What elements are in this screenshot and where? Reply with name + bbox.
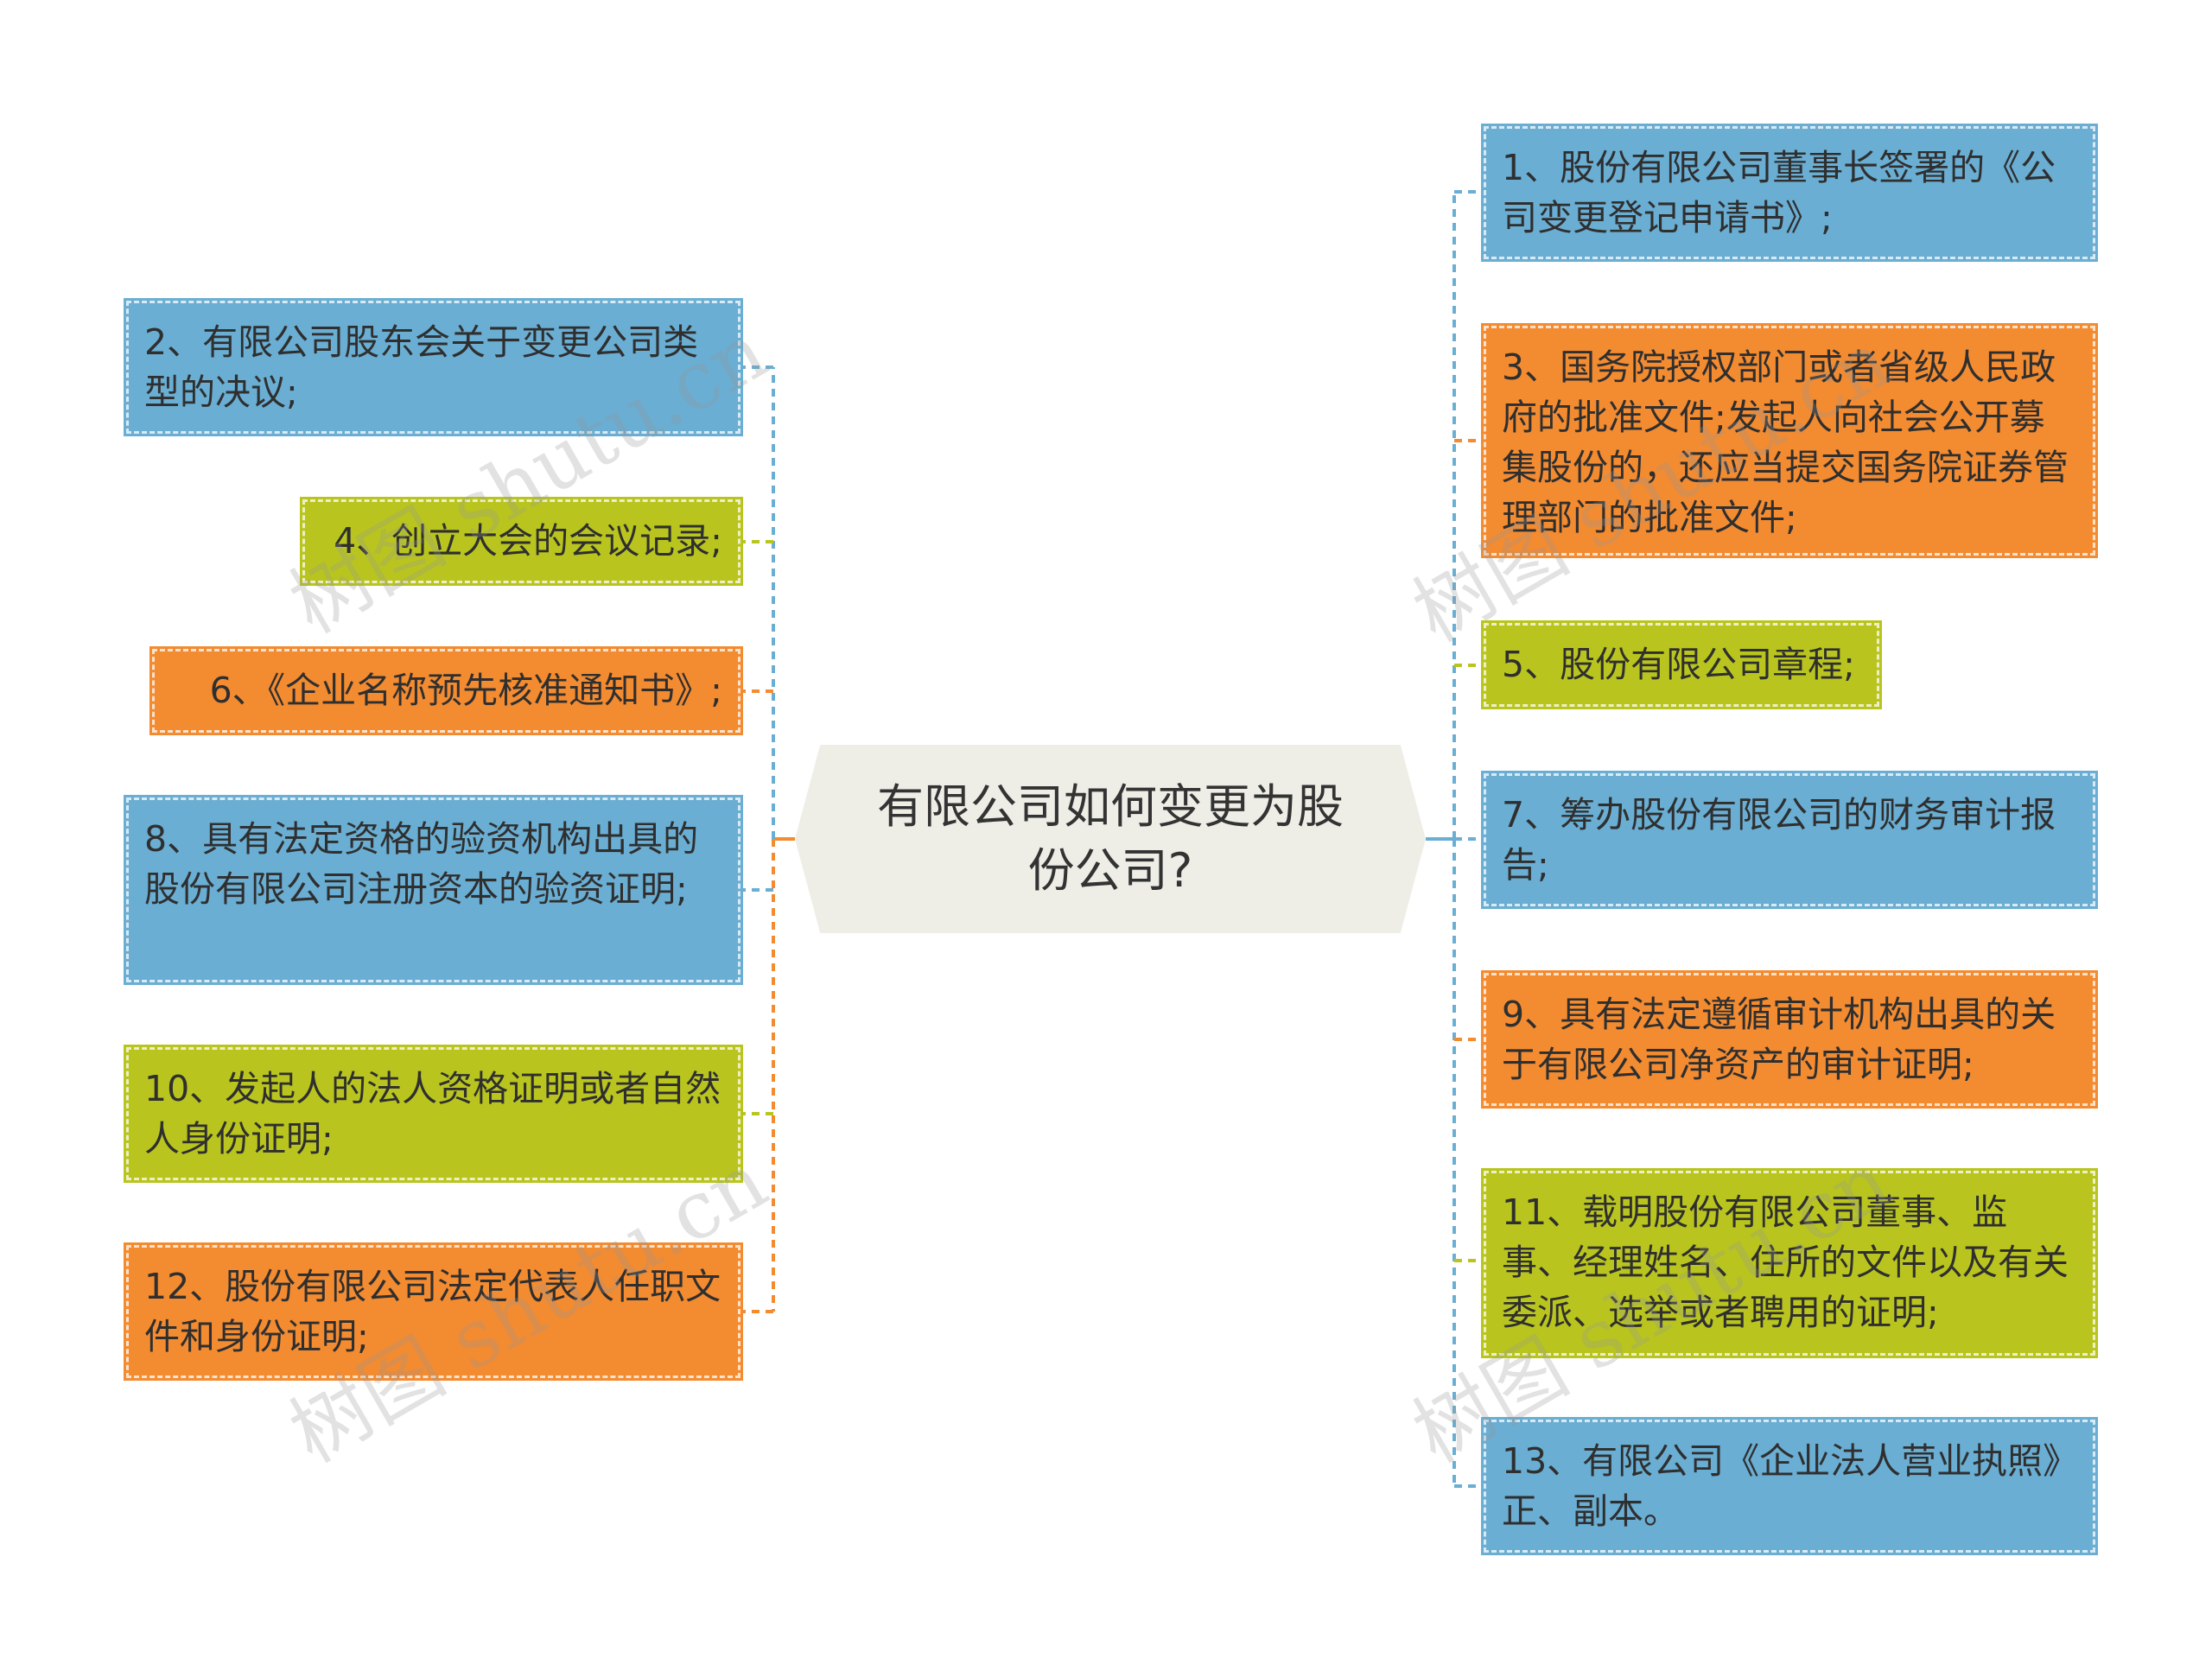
left-node-8-label: 8、具有法定资格的验资机构出具的股份有限公司注册资本的验资证明; [144, 818, 699, 910]
right-node-5-label: 5、股份有限公司章程; [1502, 644, 1855, 685]
right-node-9-label: 9、具有法定遵循审计机构出具的关于有限公司净资产的审计证明; [1502, 994, 2056, 1085]
right-node-7-label: 7、筹办股份有限公司的财务审计报告; [1502, 794, 2056, 886]
right-node-1[interactable]: 1、股份有限公司董事长签署的《公司变更登记申请书》; [1481, 124, 2098, 262]
right-node-11-label: 11、载明股份有限公司董事、监事、经理姓名、住所的文件以及有关委派、选举或者聘用… [1502, 1191, 2069, 1333]
right-node-7[interactable]: 7、筹办股份有限公司的财务审计报告; [1481, 771, 2098, 909]
central-topic-label: 有限公司如何变更为股份公司? [877, 779, 1344, 898]
left-node-4-label: 4、创立大会的会议记录; [334, 520, 722, 562]
left-node-6-label: 6、《企业名称预先核准通知书》; [209, 670, 722, 711]
left-node-2[interactable]: 2、有限公司股东会关于变更公司类型的决议; [124, 298, 743, 436]
left-node-4[interactable]: 4、创立大会的会议记录; [300, 497, 743, 586]
left-node-8[interactable]: 8、具有法定资格的验资机构出具的股份有限公司注册资本的验资证明; [124, 795, 743, 985]
right-node-3[interactable]: 3、国务院授权部门或者省级人民政府的批准文件;发起人向社会公开募集股份的，还应当… [1481, 323, 2098, 558]
right-node-13[interactable]: 13、有限公司《企业法人营业执照》正、副本。 [1481, 1417, 2098, 1555]
right-node-11[interactable]: 11、载明股份有限公司董事、监事、经理姓名、住所的文件以及有关委派、选举或者聘用… [1481, 1168, 2098, 1358]
left-node-12[interactable]: 12、股份有限公司法定代表人任职文件和身份证明; [124, 1242, 743, 1381]
right-node-3-label: 3、国务院授权部门或者省级人民政府的批准文件;发起人向社会公开募集股份的，还应当… [1502, 346, 2069, 538]
left-node-10[interactable]: 10、发起人的法人资格证明或者自然人身份证明; [124, 1045, 743, 1183]
right-node-1-label: 1、股份有限公司董事长签署的《公司变更登记申请书》; [1502, 147, 2056, 238]
central-topic[interactable]: 有限公司如何变更为股份公司? [795, 745, 1426, 933]
left-node-12-label: 12、股份有限公司法定代表人任职文件和身份证明; [144, 1266, 721, 1357]
right-node-13-label: 13、有限公司《企业法人营业执照》正、副本。 [1502, 1440, 2061, 1532]
right-node-5[interactable]: 5、股份有限公司章程; [1481, 620, 1882, 709]
left-node-10-label: 10、发起人的法人资格证明或者自然人身份证明; [144, 1068, 721, 1160]
left-node-6[interactable]: 6、《企业名称预先核准通知书》; [149, 646, 743, 735]
right-node-9[interactable]: 9、具有法定遵循审计机构出具的关于有限公司净资产的审计证明; [1481, 970, 2098, 1109]
left-node-2-label: 2、有限公司股东会关于变更公司类型的决议; [144, 321, 699, 413]
